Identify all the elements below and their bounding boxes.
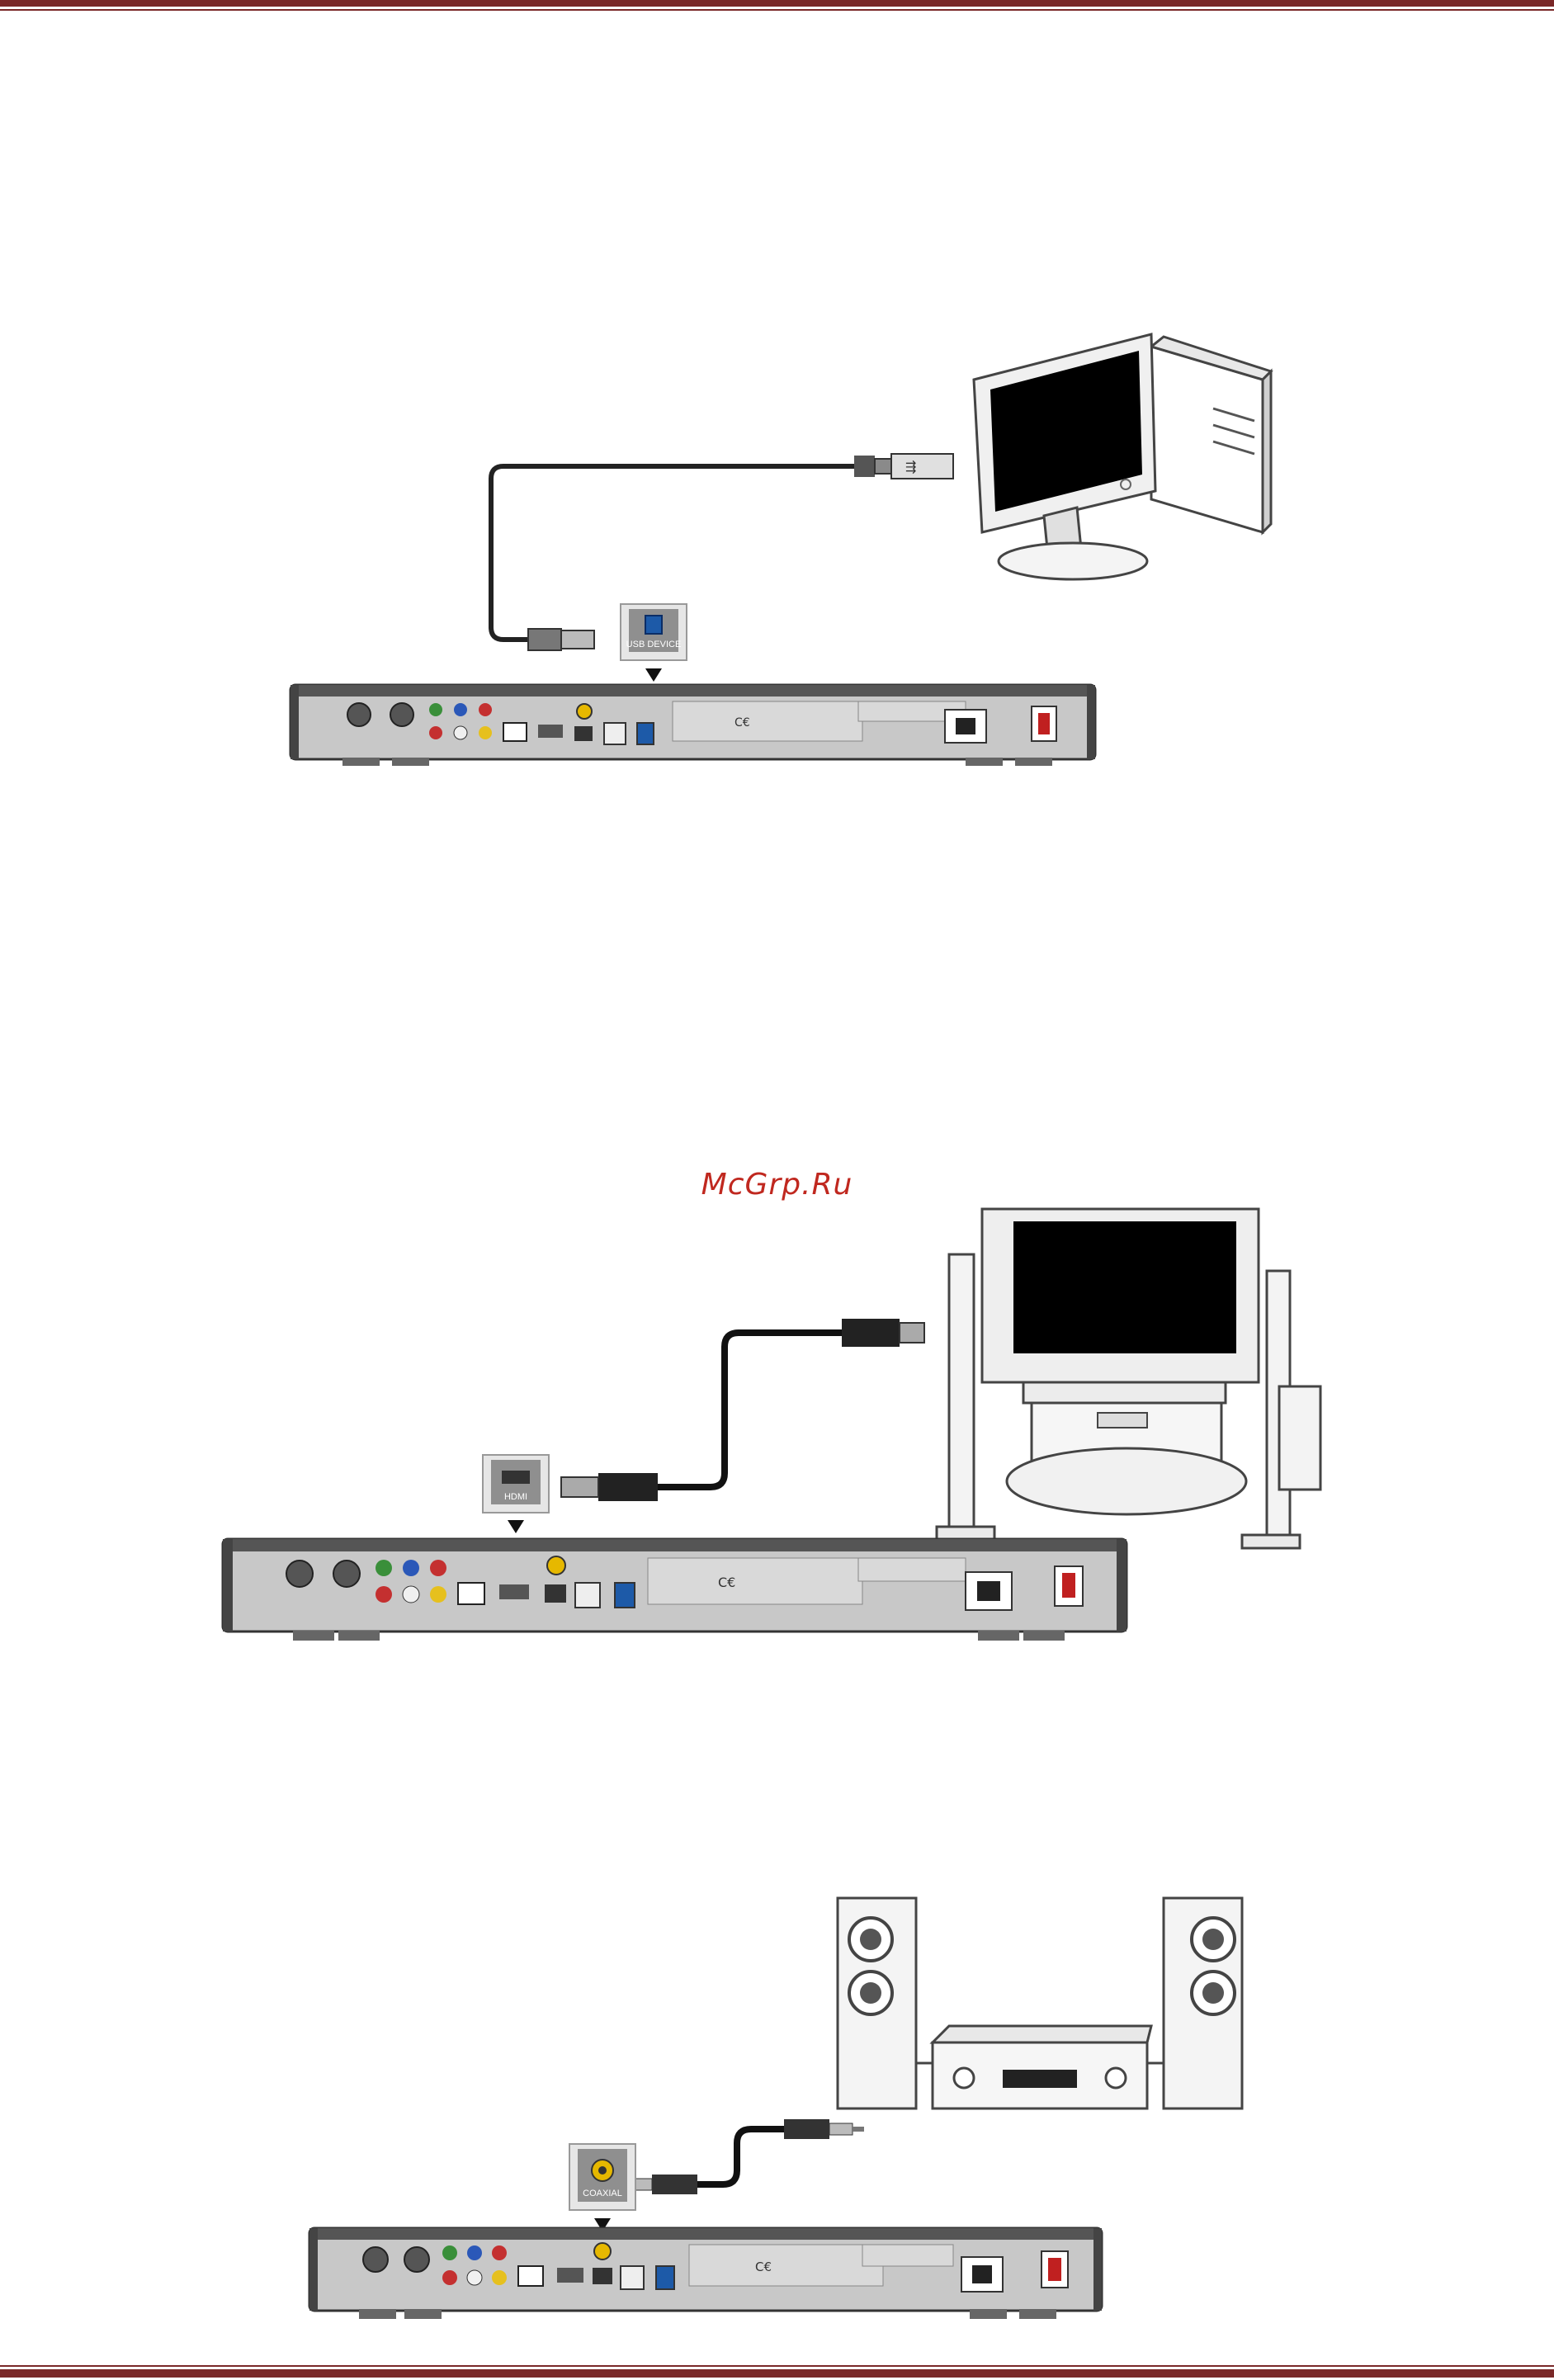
receiver-rear-panel: C€ bbox=[290, 685, 1095, 766]
tv-screen bbox=[1013, 1221, 1236, 1353]
coaxial-port-callout: COAXIAL bbox=[569, 2144, 635, 2231]
usb-connection-diagram: ⇶ USB DEVICE C€ bbox=[0, 314, 1554, 809]
hdmi-port-callout: HDMI bbox=[483, 1455, 549, 1533]
svg-text:C€: C€ bbox=[734, 716, 750, 730]
svg-text:C€: C€ bbox=[718, 1575, 735, 1590]
computer-icon bbox=[974, 334, 1271, 579]
coaxial-connection-diagram: COAXIAL C€ bbox=[0, 1882, 1554, 2368]
pc-tower bbox=[1151, 337, 1271, 532]
hdmi-plug-device-end bbox=[561, 1473, 658, 1501]
coaxial-port-label: COAXIAL bbox=[583, 2189, 622, 2198]
usb-plug-computer-end: ⇶ bbox=[854, 454, 953, 479]
stereo-system-icon bbox=[838, 1898, 1242, 2108]
hdmi-connection-diagram: HDMI C€ bbox=[0, 1197, 1554, 1675]
coaxial-cable bbox=[621, 2119, 864, 2194]
tv bbox=[982, 1209, 1259, 1382]
usb-device-port-label: USB DEVICE bbox=[626, 640, 682, 649]
speaker-right bbox=[1164, 1898, 1242, 2108]
receiver-rear-panel: C€ bbox=[223, 1539, 1127, 1641]
speaker-left bbox=[838, 1898, 916, 2108]
tv-stand bbox=[1007, 1382, 1246, 1514]
top-rule bbox=[0, 0, 1554, 12]
monitor bbox=[974, 334, 1155, 579]
hdmi-plug-tv-end bbox=[842, 1319, 924, 1347]
hdmi-cable bbox=[561, 1319, 924, 1501]
bottom-rule bbox=[0, 2365, 1554, 2380]
usb-plug-device-end bbox=[528, 629, 594, 650]
usb-device-port-callout: USB DEVICE bbox=[621, 604, 687, 682]
rca-plug-amplifier-end bbox=[784, 2119, 864, 2139]
receiver-rear-panel: C€ bbox=[309, 2228, 1102, 2319]
subwoofer bbox=[1279, 1386, 1320, 1490]
usb-cable: ⇶ bbox=[491, 454, 953, 650]
svg-text:⇶: ⇶ bbox=[905, 459, 916, 475]
tv-home-theater-icon bbox=[937, 1209, 1320, 1548]
hdmi-port-label: HDMI bbox=[504, 1492, 527, 1502]
amplifier bbox=[916, 2026, 1164, 2108]
svg-text:C€: C€ bbox=[755, 2260, 772, 2274]
